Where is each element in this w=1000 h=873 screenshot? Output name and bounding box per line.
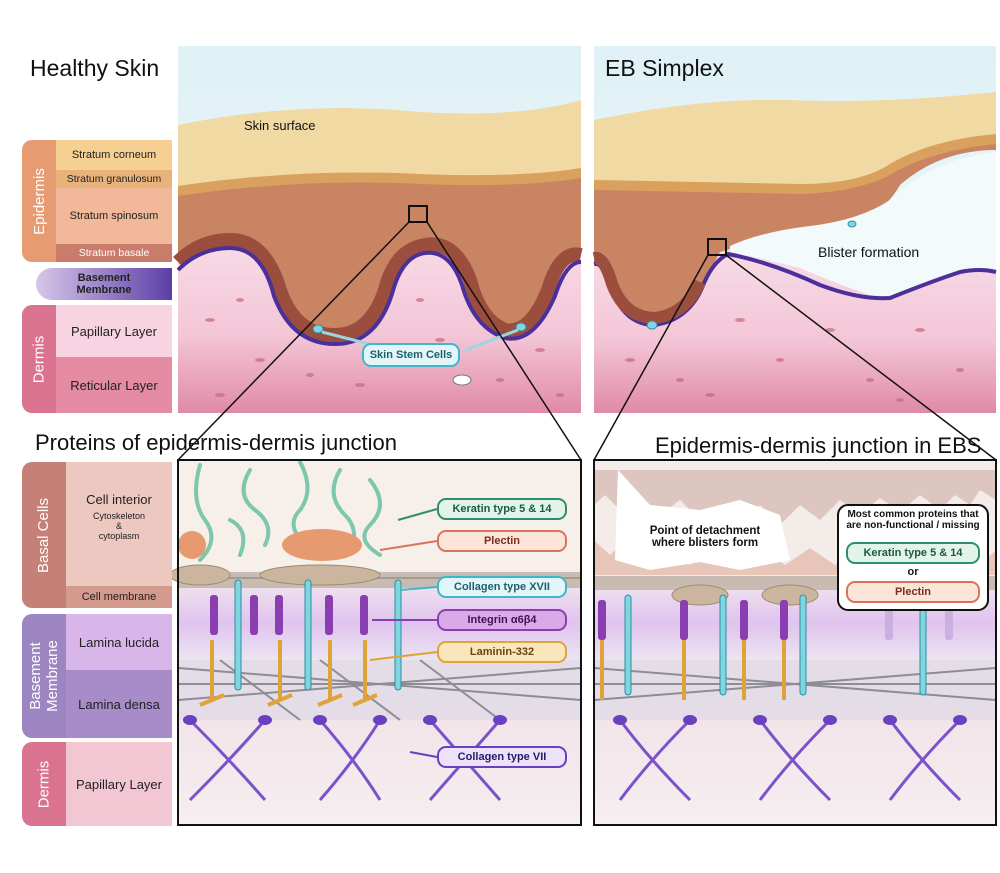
healthy-skin-illustration — [173, 46, 583, 413]
laminin-callout: Laminin-332 — [437, 641, 567, 663]
non-functional-line1: Most common proteins that — [847, 509, 979, 520]
detachment-line2: where blisters form — [651, 537, 759, 549]
cell-interior-box: Cell interior Cytoskeleton & cytoplasm — [66, 462, 172, 586]
cell-membrane-label: Cell membrane — [66, 586, 172, 608]
skin-surface-label: Skin surface — [244, 118, 316, 133]
detachment-label: Point of detachment where blisters form — [640, 525, 770, 549]
lamina-densa-label: Lamina densa — [66, 670, 172, 738]
basement-membrane-vlabel: Basement Membrane — [22, 614, 66, 738]
dermis-label: Dermis — [22, 305, 56, 413]
cytoskeleton-line3: cytoplasm — [98, 531, 140, 541]
papillary-layer-lower-label: Papillary Layer — [66, 742, 172, 826]
lamina-lucida-label: Lamina lucida — [66, 614, 172, 670]
ebs-keratin-callout: Keratin type 5 & 14 — [846, 542, 980, 564]
plectin-callout: Plectin — [437, 530, 567, 552]
stratum-spinosum-label: Stratum spinosum — [56, 188, 172, 244]
collagen-xvii-callout: Collagen type XVII — [437, 576, 567, 598]
blister-formation-label: Blister formation — [818, 244, 920, 260]
or-label: or — [907, 566, 919, 578]
proteins-title: Proteins of epidermis-dermis junction — [35, 430, 397, 455]
collagen-vii-callout: Collagen type VII — [437, 746, 567, 768]
stratum-granulosum-label: Stratum granulosum — [56, 170, 172, 188]
non-functional-label: Most common proteins that are non-functi… — [840, 509, 986, 531]
eb-simplex-title: EB Simplex — [605, 55, 724, 81]
basal-cells-label: Basal Cells — [22, 462, 66, 608]
stem-cells-label: Skin Stem Cells — [362, 343, 460, 367]
ebs-plectin-callout: Plectin — [846, 581, 980, 603]
basement-membrane-label: Basement Membrane — [36, 268, 172, 300]
papillary-layer-label: Papillary Layer — [56, 305, 172, 357]
integrin-callout: Integrin α6β4 — [437, 609, 567, 631]
healthy-skin-title: Healthy Skin — [30, 55, 160, 81]
cell-interior-label: Cell interior — [86, 492, 152, 507]
cytoskeleton-line2: & — [115, 521, 122, 531]
cytoskeleton-line1: Cytoskeleton — [92, 511, 146, 521]
zoom-lines — [177, 221, 997, 461]
basement-membrane-line1: Basement — [77, 272, 131, 284]
epidermis-label: Epidermis — [22, 140, 56, 262]
detachment-line1: Point of detachment — [649, 525, 761, 537]
keratin-callout: Keratin type 5 & 14 — [437, 498, 567, 520]
stratum-corneum-label: Stratum corneum — [56, 140, 172, 170]
reticular-layer-label: Reticular Layer — [56, 357, 172, 413]
basement-membrane-line2: Membrane — [76, 284, 132, 296]
stratum-basale-label: Stratum basale — [56, 244, 172, 262]
eb-simplex-illustration — [592, 46, 997, 413]
ebs-junction-title: Epidermis-dermis junction in EBS — [655, 433, 982, 458]
non-functional-line2: are non-functional / missing — [846, 520, 980, 531]
dermis-lower-label: Dermis — [22, 742, 66, 826]
